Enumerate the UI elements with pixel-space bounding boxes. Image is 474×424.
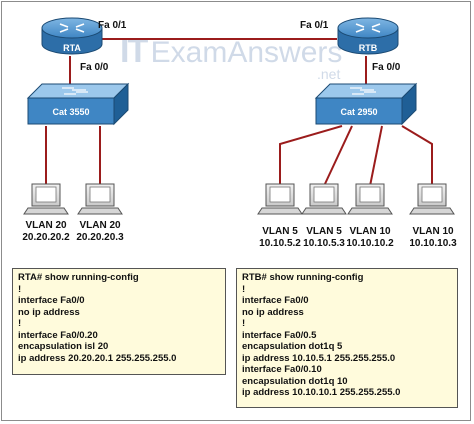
config-line: ip address 20.20.20.1 255.255.255.0 <box>18 352 177 364</box>
config-line: encapsulation dot1q 10 <box>242 375 348 387</box>
config-line: interface Fa0/0.10 <box>242 364 322 375</box>
router-rtb-label: RTB <box>359 43 378 53</box>
pc-host-2 <box>77 183 123 215</box>
config-line: ip address 10.10.5.1 255.255.255.0 <box>242 352 396 364</box>
host-ip: 10.10.5.2 <box>259 238 301 249</box>
pc-host-5 <box>347 183 393 215</box>
config-line: ! <box>242 283 246 295</box>
host-vlan: VLAN 20 <box>79 220 121 231</box>
host-ip: 10.10.10.2 <box>346 238 394 249</box>
link-switch-b-host-5 <box>369 125 383 187</box>
router-arrows-icon <box>355 23 381 33</box>
host-vlan: VLAN 20 <box>25 220 67 231</box>
host-vlan: VLAN 10 <box>412 226 454 237</box>
config-line: interface Fa0/0.5 <box>242 329 317 341</box>
link-switch-b-host-6 <box>401 125 433 186</box>
config-line: no ip address <box>242 306 304 318</box>
switch-cat2950-label: Cat 2950 <box>340 107 377 117</box>
link-switch-b-host-3 <box>279 125 343 186</box>
config-line: ip address 10.10.10.1 255.255.255.0 <box>242 387 401 398</box>
router-rtb: RTB <box>337 17 399 55</box>
watermark: IT ExamAnswers <box>120 32 342 71</box>
host-ip: 20.20.20.2 <box>22 232 70 243</box>
pc-host-1 <box>23 183 69 215</box>
host-label-2: VLAN 20 20.20.20.3 <box>65 220 135 244</box>
config-line: encapsulation isl 20 <box>18 341 109 352</box>
config-line: ! <box>242 318 246 329</box>
config-line: ! <box>18 283 22 295</box>
host-vlan: VLAN 10 <box>349 226 391 237</box>
router-rta-label: RTA <box>63 43 81 53</box>
links <box>45 38 433 187</box>
router-rta: RTA <box>41 17 103 55</box>
pc-host-6 <box>409 183 455 215</box>
watermark-brand: ExamAnswers <box>150 36 343 69</box>
router-arrows-icon <box>59 23 85 33</box>
pc-host-3 <box>257 183 303 215</box>
switch-cat3550: Cat 3550 <box>26 82 130 126</box>
config-line: interface Fa0/0.20 <box>18 329 98 341</box>
config-line: interface Fa0/0 <box>18 295 85 306</box>
host-ip: 10.10.10.3 <box>409 238 457 249</box>
switch-cat3550-label: Cat 3550 <box>52 107 89 117</box>
host-ip: 10.10.5.3 <box>303 238 345 249</box>
host-label-6: VLAN 10 10.10.10.3 <box>398 226 468 250</box>
config-line: ! <box>18 318 22 329</box>
link-switch-b-host-4 <box>323 125 353 187</box>
config-line: RTB# show running-config <box>242 272 364 283</box>
pc-host-4 <box>301 183 347 215</box>
host-label-5: VLAN 10 10.10.10.2 <box>335 226 405 250</box>
switch-arrows-icon <box>62 87 88 95</box>
host-label-3: VLAN 5 10.10.5.2 <box>245 226 315 250</box>
rta-config-box: RTA# show running-config ! interface Fa0… <box>12 268 226 375</box>
interface-label-rtb-fa01: Fa 0/1 <box>300 20 329 31</box>
interface-label-rta-fa01: Fa 0/1 <box>98 20 127 31</box>
interface-label-rtb-fa00: Fa 0/0 <box>372 62 401 73</box>
host-vlan: VLAN 5 <box>262 226 298 237</box>
host-label-4: VLAN 5 10.10.5.3 <box>289 226 359 250</box>
config-line: RTA# show running-config <box>18 272 139 283</box>
switch-cat2950: Cat 2950 <box>314 82 418 126</box>
switch-arrows-icon <box>350 87 376 95</box>
host-ip: 20.20.20.3 <box>76 232 124 243</box>
rtb-config-box: RTB# show running-config ! interface Fa0… <box>236 268 458 408</box>
interface-label-rta-fa00: Fa 0/0 <box>80 62 109 73</box>
config-line: encapsulation dot1q 5 <box>242 341 343 352</box>
watermark-suffix: .net <box>317 66 341 82</box>
host-vlan: VLAN 5 <box>306 226 342 237</box>
config-line: no ip address <box>18 306 80 318</box>
config-line: interface Fa0/0 <box>242 295 309 306</box>
host-label-1: VLAN 20 20.20.20.2 <box>11 220 81 244</box>
